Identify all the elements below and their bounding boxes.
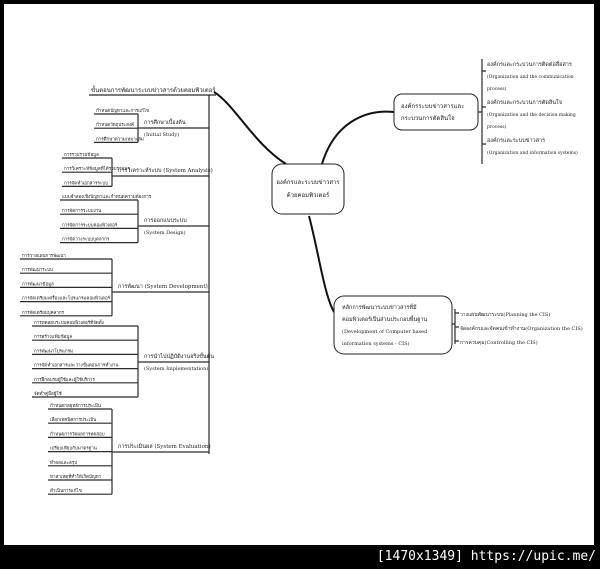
- connector-bottom-right: [308, 215, 335, 313]
- top-right-node: [393, 93, 479, 131]
- stage-1-item: กำหนดวัตถุประสงค์: [96, 121, 134, 128]
- center-node: [271, 163, 345, 215]
- tr-item2-en2: process): [487, 123, 507, 130]
- stage-sublabel-3: (System Design): [144, 229, 186, 236]
- mindmap-diagram: องค์กรและระบบข่าวสาร ด้วยคอมพิวเตอร์ องค…: [20, 59, 583, 495]
- stage-3-item: การจัดการระบบงาน: [62, 208, 101, 214]
- tr-item3-en1: (Organization and information systems): [487, 149, 578, 156]
- connector-left: [213, 91, 287, 165]
- stage-4-item: การพัฒนาระบบ: [22, 267, 53, 273]
- stage-6-item: ดำเนินการแก้ไข: [50, 487, 82, 494]
- br-line2: คอมพิวเตอร์เป็นส่วนประกอบพื้นฐาน: [342, 315, 427, 323]
- br-item3: การควบคุม(Controlling the CIS): [460, 339, 538, 346]
- stage-1-item: การศึกษาความเหมาะสม: [96, 136, 144, 142]
- top-right-line2: กระบวนการตัดสินใจ: [401, 114, 455, 122]
- tr-item2-en1: (Organization and the decision making: [487, 111, 576, 118]
- center-line2: ด้วยคอมพิวเตอร์: [287, 191, 330, 199]
- br-item1: วางแผนพัฒนาระบบ(Planning the CIS): [460, 311, 550, 318]
- stage-5-item: จัดทำคู่มือผู้ใช้: [34, 390, 62, 397]
- tr-item2-th: องค์กรและกระบวนการตัดสินใจ: [487, 99, 562, 106]
- tr-item1-th: องค์กรและกระบวนการติดต่อสื่อสาร: [487, 60, 572, 68]
- bottom-right-bracket: [452, 309, 459, 344]
- bottom-right-node: [333, 295, 453, 355]
- stage-6-item: เลือกเทคนิคการประเมิน: [50, 416, 96, 423]
- br-line3: (Development of Computer based: [342, 328, 428, 335]
- left-stages: การศึกษาเบื้องต้น (Initial Study) กำหนดปัญ…: [20, 107, 214, 495]
- watermark: [1470x1349] https://upic.me/: [376, 549, 596, 564]
- stage-label-1: การศึกษาเบื้องต้น: [144, 118, 186, 126]
- stage-4-item: การพัฒนาข้อมูล: [22, 281, 54, 287]
- stage-5-item: การฝึกอบรมผู้ใช้และผู้ใช้บริการ: [34, 377, 95, 383]
- br-line1: หลักการพัฒนาระบบข่าวสารที่มี: [342, 303, 417, 311]
- stage-label-2: การวิเคราะห์ระบบ (System Analysis): [118, 167, 213, 174]
- br-line4: information systems - CIS): [342, 340, 410, 347]
- connector-top-right: [321, 110, 395, 165]
- stage-2-item: การจัดทำเอกสารระบบ: [64, 179, 108, 186]
- tr-item1-en1: (Organization and the communication: [487, 73, 574, 80]
- stage-6-item: กำหนดการวัดผลการทดสอบ: [50, 430, 105, 437]
- stage-label-5: การนำไปปฏิบัติงานจริงขั้นต้น: [144, 352, 214, 360]
- stage-6-item: หาสาเหตุที่ทำให้เกิดปัญหา: [50, 473, 102, 480]
- stage-sublabel-5: (System Implementation): [144, 365, 208, 372]
- stage-4-item: การจัดเตรียมบุคลากร: [22, 310, 65, 316]
- stage-5-item: การพัฒนาโปรแกรม: [34, 347, 73, 354]
- stage-4-item: การวางแผนการพัฒนา: [22, 253, 66, 259]
- tr-item3-th: องค์กรและระบบข่าวสาร: [487, 137, 545, 144]
- mindmap-canvas: องค์กรและระบบข่าวสาร ด้วยคอมพิวเตอร์ องค…: [4, 4, 594, 545]
- stage-3-item: การจัดการระบบคอมพิวเตอร์: [62, 221, 118, 228]
- stage-label-3: การออกแบบระบบ: [144, 218, 187, 224]
- stage-4-item: การจัดเตรียมเครื่องและโปรแกรมคอมพิวเตอร์: [22, 295, 111, 302]
- center-line1: องค์กรและระบบข่าวสาร: [276, 178, 340, 186]
- stage-3-item: การจัดวางระบบบุคลากร: [62, 237, 110, 243]
- stage-label-6: การประเมินผล (System Evaluation): [118, 443, 211, 450]
- stage-label-4: การพัฒนา (System Development): [118, 283, 208, 290]
- stage-6-item: เปรียบเทียบกับมาตรฐาน: [50, 446, 97, 452]
- stage-5-item: การสร้างแฟ้มข้อมูล: [34, 334, 72, 340]
- stage-2-item: การวิเคราะห์ข้อมูลที่ได้รวบรวมมา: [64, 165, 130, 172]
- br-item2: จัดองค์กรและจัดคนเข้าทำงาน(Organization …: [460, 325, 583, 332]
- stage-3-item: แบบจำลองเชิงปัญหาและกำหนดความต้องการ: [62, 193, 152, 200]
- left-title: ขั้นตอนการพัฒนาระบบข่าวสารด้วยคอมพิวเตอร…: [91, 84, 216, 94]
- tr-item1-en2: process): [487, 85, 507, 92]
- stage-6-item: ทำผลและสรุป: [50, 459, 77, 466]
- top-right-line1: องค์กรระบบข่าวสารและ: [401, 102, 464, 110]
- stage-sublabel-1: (Initial Study): [144, 131, 179, 138]
- top-right-bracket: [478, 59, 483, 164]
- stage-1-item: กำหนดปัญหาและการแก้ไข: [96, 107, 149, 114]
- stage-5-item: การจัดทำเอกสารและวางขั้นตอนการทำงาน: [34, 362, 119, 369]
- stage-2-item: การรวบรวมข้อมูล: [64, 152, 99, 158]
- stage-6-item: กำหนดกลยุทธ์การประเมิน: [50, 402, 101, 409]
- stage-5-item: การทดสอบระบบคอมพิวเตอร์ที่จัดตั้ง: [34, 319, 104, 326]
